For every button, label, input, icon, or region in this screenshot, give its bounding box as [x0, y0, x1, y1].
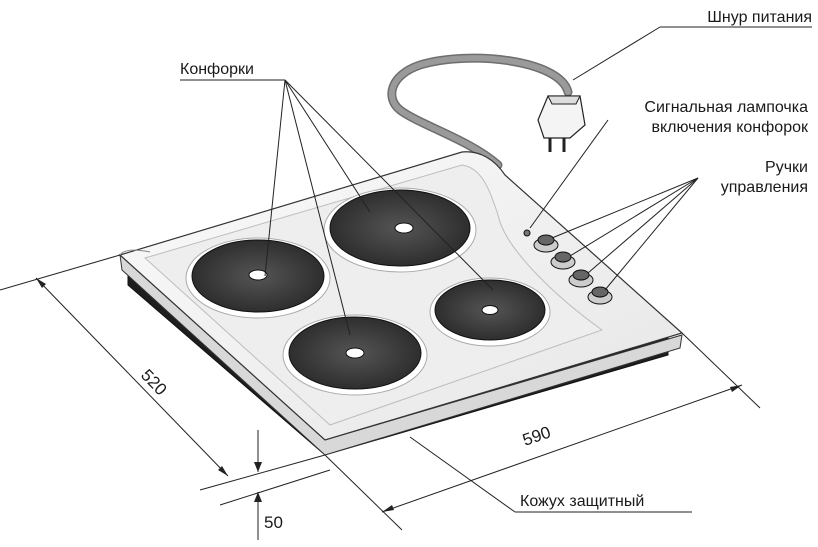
- signal-lamp-label-line1: Сигнальная лампочка: [644, 99, 808, 116]
- power-cord: [387, 53, 573, 170]
- signal-lamp-label-line2: включения конфорок: [651, 119, 809, 136]
- height-dimension: 50: [264, 513, 283, 532]
- burner-rear-left: [185, 237, 331, 319]
- width-dimension: 590: [520, 423, 553, 450]
- burner-rear-center: [323, 187, 477, 273]
- power-cord-label: Шнур питания: [707, 9, 812, 26]
- knobs-label-line2: управления: [721, 179, 808, 196]
- control-knob-3: [568, 269, 594, 288]
- control-knob-1: [533, 234, 559, 253]
- signal-lamp: [523, 229, 531, 237]
- plug: [537, 95, 586, 152]
- dimension-lines: [0, 254, 761, 540]
- burners-label: Конфорки: [180, 61, 254, 78]
- casing-label: Кожух защитный: [520, 493, 644, 510]
- knobs-label-line1: Ручки: [765, 159, 808, 176]
- control-knob-2: [550, 251, 576, 270]
- control-knob-4: [587, 286, 613, 305]
- depth-dimension: 520: [137, 366, 170, 400]
- burner-front-left: [282, 314, 428, 396]
- leader-lines: [180, 26, 812, 513]
- burner-front-right: [429, 277, 551, 347]
